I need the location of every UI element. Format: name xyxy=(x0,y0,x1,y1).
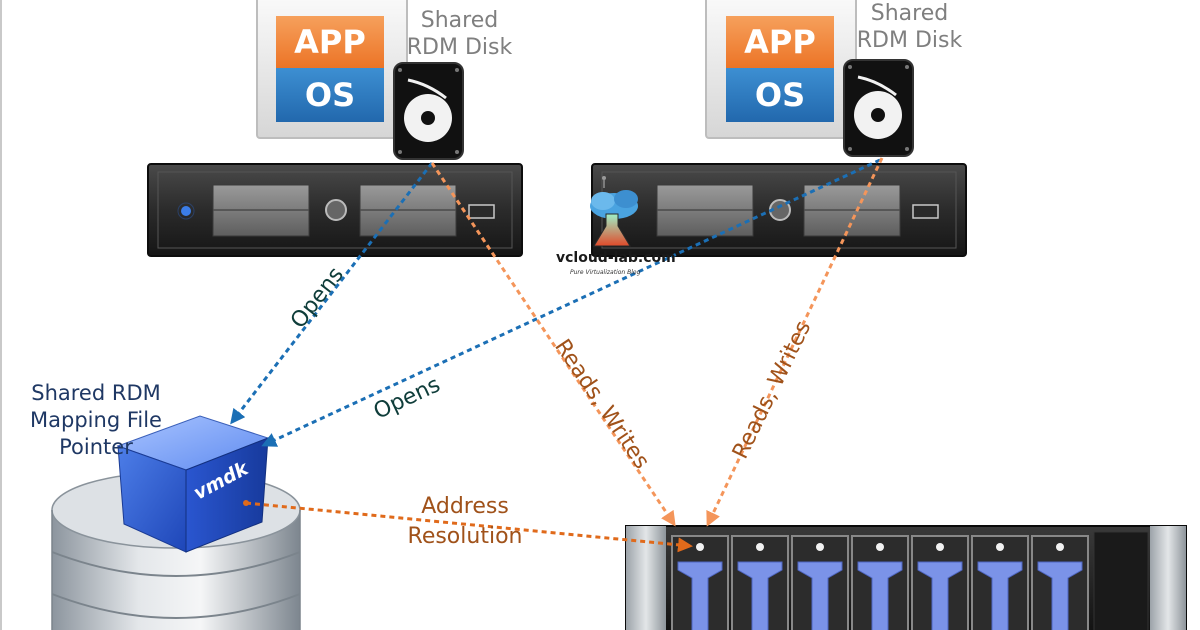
san-storage-array xyxy=(625,525,1187,630)
vmdk-cube-icon xyxy=(116,415,270,553)
app-label-1: APP xyxy=(294,23,366,61)
reads-writes-arrow-2 xyxy=(706,157,884,527)
os-label-1: OS xyxy=(304,76,356,114)
hard-disk-icon-2 xyxy=(843,59,914,157)
app-block-2 xyxy=(726,16,834,68)
rack-ear-right xyxy=(1150,526,1186,630)
app-label-2: APP xyxy=(744,23,816,61)
disk-label-1-line2: RDM Disk xyxy=(406,35,513,60)
address-line1: Address xyxy=(421,494,509,519)
watermark-name: vcloud-lab.com xyxy=(556,250,676,266)
disk-label-1-line1: Shared xyxy=(420,8,499,33)
server-chassis-2 xyxy=(591,163,967,257)
opens-arrow-1 xyxy=(230,162,434,425)
san-drive-bay-icon xyxy=(851,535,909,630)
mapping-file-line2: Mapping File xyxy=(30,408,162,432)
os-label-2: OS xyxy=(754,76,806,114)
usb-port-icon xyxy=(468,204,495,219)
san-drive-bay-icon xyxy=(791,535,849,630)
san-drive-bay-icon xyxy=(671,535,729,630)
mapping-file-label: Shared RDM Mapping File Pointer xyxy=(6,380,186,461)
hard-disk-icon-1 xyxy=(393,62,464,160)
app-block-1 xyxy=(276,16,384,68)
host-1 xyxy=(147,0,523,257)
address-line2: Resolution xyxy=(407,524,523,549)
power-led-icon xyxy=(181,206,191,216)
watermark-tagline: Pure Virtualization Blog xyxy=(570,269,641,276)
vm-window-2 xyxy=(705,0,857,139)
disk-label-2: Shared RDM Disk xyxy=(842,0,977,54)
address-resolution-arrow xyxy=(245,501,693,553)
server-chassis-1 xyxy=(147,163,523,257)
host-2 xyxy=(591,0,967,257)
os-block-2 xyxy=(726,68,834,122)
os-block-1 xyxy=(276,68,384,122)
mapping-file-line1: Shared RDM xyxy=(31,381,161,405)
usb-port-icon xyxy=(912,204,939,219)
reads-writes-arrow-1 xyxy=(430,162,676,527)
disk-label-1: Shared RDM Disk xyxy=(392,7,527,61)
disk-label-2-line2: RDM Disk xyxy=(856,28,963,53)
address-resolution-label: Address Resolution xyxy=(385,492,545,552)
arrows xyxy=(230,157,884,553)
mapping-file-line3: Pointer xyxy=(59,435,133,459)
button-icon xyxy=(325,199,347,221)
vm-window-1 xyxy=(256,0,408,139)
san-drive-bay-icon xyxy=(971,535,1029,630)
flask-cloud-icon xyxy=(590,176,638,247)
san-drive-bay-icon xyxy=(911,535,969,630)
disk-label-2-line1: Shared xyxy=(870,1,949,26)
san-drive-bay-icon xyxy=(731,535,789,630)
san-drive-bay-icon xyxy=(1031,535,1089,630)
